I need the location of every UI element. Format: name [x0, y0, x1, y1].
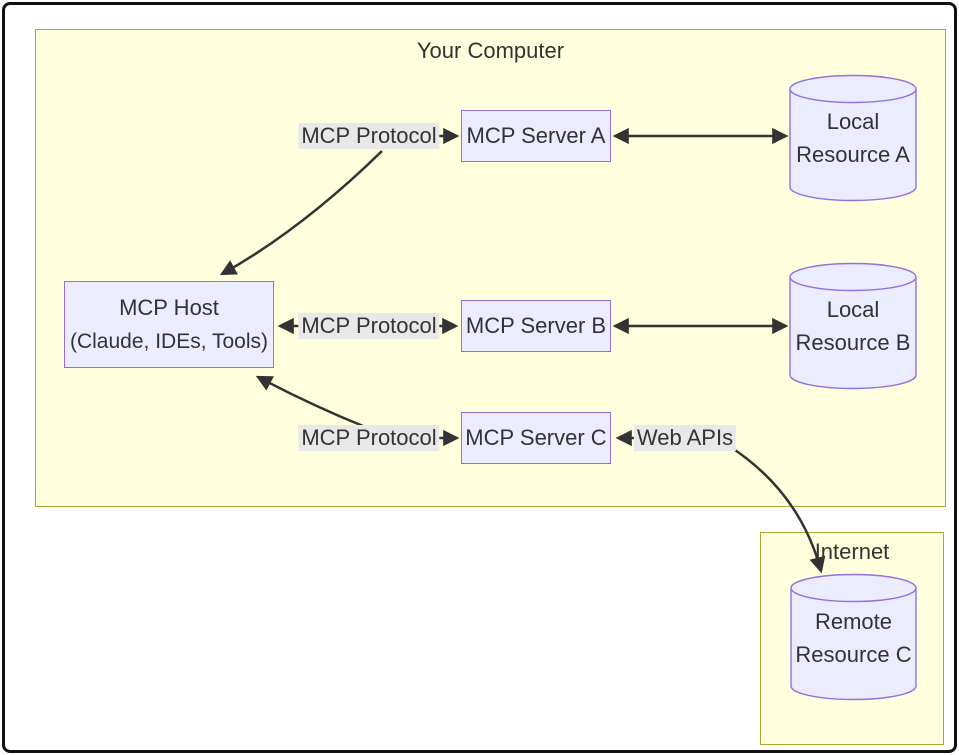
node-mcp-server-b-label: MCP Server B — [465, 313, 607, 338]
edge-label-mcp-protocol-c: MCP Protocol — [298, 425, 440, 451]
remote-resource-c-line2: Resource C — [795, 642, 912, 667]
local-resource-b-line2: Resource B — [795, 330, 911, 355]
edges-layer — [219, 74, 917, 701]
node-mcp-server-a: MCP Server A — [461, 110, 611, 162]
node-local-resource-a-shape — [789, 74, 917, 202]
local-resource-b-line1: Local — [826, 297, 880, 322]
edge-web-apis-to-resource-c-curve — [728, 444, 826, 574]
node-mcp-host-subtitle: (Claude, IDEs, Tools) — [69, 329, 269, 353]
node-remote-resource-c-shape — [790, 573, 917, 701]
node-mcp-server-b: MCP Server B — [461, 300, 611, 352]
remote-resource-c-line1: Remote — [814, 609, 893, 634]
edge-label-mcp-protocol-b: MCP Protocol — [298, 313, 440, 339]
node-local-resource-a-label: Local Resource A — [790, 105, 916, 171]
node-mcp-host: MCP Host (Claude, IDEs, Tools) — [64, 281, 274, 368]
node-local-resource-b-shape — [789, 262, 917, 390]
node-local-resource-b-label: Local Resource B — [790, 293, 916, 359]
node-mcp-host-title: MCP Host — [119, 294, 219, 320]
edge-server-a-to-host-curve — [219, 150, 383, 276]
node-mcp-server-c-label: MCP Server C — [465, 425, 607, 450]
node-mcp-server-c: MCP Server C — [461, 412, 611, 464]
cluster-your-computer-label: Your Computer — [416, 38, 565, 63]
local-resource-a-line2: Resource A — [796, 142, 910, 167]
edge-label-web-apis: Web APIs — [633, 425, 737, 451]
local-resource-a-line1: Local — [826, 109, 880, 134]
node-remote-resource-c-label: Remote Resource C — [791, 605, 916, 671]
edge-server-c-to-host-curve — [255, 375, 364, 428]
edge-label-mcp-protocol-a: MCP Protocol — [298, 123, 440, 149]
cluster-internet-label: Internet — [814, 539, 890, 564]
node-mcp-server-a-label: MCP Server A — [466, 123, 606, 148]
